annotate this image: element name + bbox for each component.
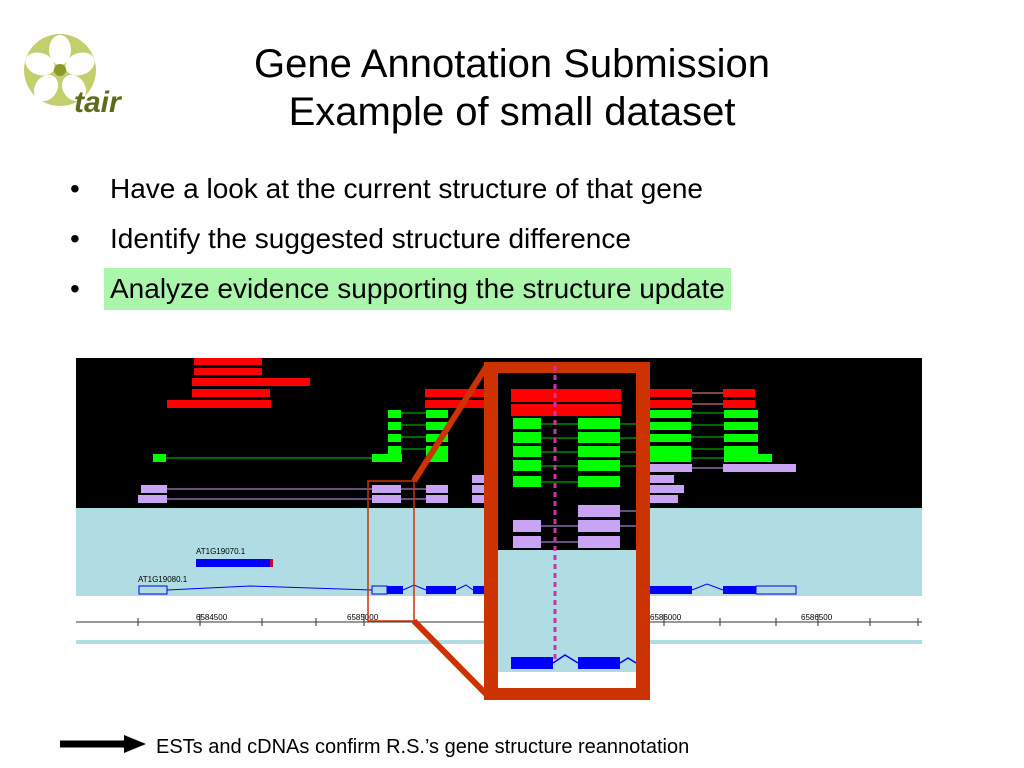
tair-logo: tair [24, 34, 123, 119]
gene-model-at1g19080 [138, 583, 797, 595]
axis-tick-label: 6584500 [196, 613, 228, 622]
bullet-text-highlighted: Analyze evidence supporting the structur… [104, 268, 731, 310]
green-evidence-track [153, 410, 772, 462]
logo-text: tair [74, 86, 123, 119]
gene-model-at1g19070-end [270, 559, 273, 567]
axis-tick-label: 6585000 [347, 613, 379, 622]
flower-icon [24, 34, 96, 106]
bullet-text: Have a look at the current structure of … [110, 173, 704, 204]
gene-model-at1g19070 [196, 559, 272, 567]
zoom-connector-top [411, 362, 491, 483]
title-line-2: Example of small dataset [288, 90, 736, 134]
title-line-1: Gene Annotation Submission [254, 42, 770, 86]
purple-evidence-track [138, 464, 796, 503]
green-track-connectors [166, 412, 724, 459]
arrow-right-icon [60, 735, 146, 753]
gene-label-at1g19080: AT1G19080.1 [138, 575, 188, 584]
axis-ticks [137, 614, 919, 626]
axis-tick-label: 6586000 [650, 613, 682, 622]
red-track-connectors [692, 392, 723, 405]
source-region-box [367, 480, 415, 622]
bullet-dot: • [70, 273, 80, 304]
zoom-inset [484, 362, 650, 700]
bullet-dot: • [70, 173, 80, 204]
zoom-connector-bottom [411, 618, 491, 699]
bullet-text: Identify the suggested structure differe… [110, 223, 631, 254]
gene-label-at1g19070: AT1G19070.1 [196, 547, 246, 556]
red-evidence-track [167, 358, 755, 408]
page-title: Gene Annotation Submission Example of sm… [0, 40, 1024, 136]
axis-tick-label: 6586500 [801, 613, 833, 622]
footer-caption: ESTs and cDNAs confirm R.S.’s gene struc… [156, 736, 690, 758]
bullet-dot: • [70, 223, 80, 254]
